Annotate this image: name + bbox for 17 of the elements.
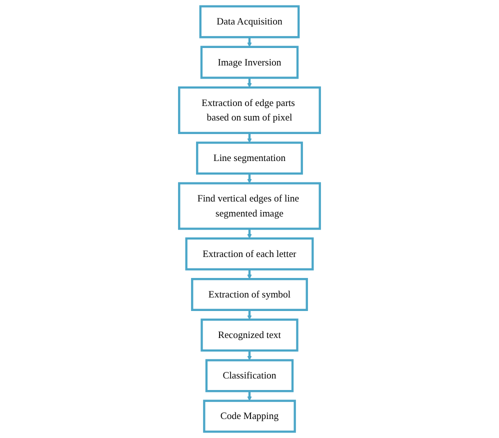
arrow — [247, 173, 252, 184]
node-box — [185, 237, 314, 270]
node-box — [178, 86, 321, 134]
arrow — [247, 310, 252, 320]
node-box — [196, 142, 303, 175]
arrow — [247, 350, 252, 360]
arrow — [247, 269, 252, 280]
node-box — [200, 318, 298, 352]
node-box — [199, 5, 300, 38]
arrow — [247, 132, 252, 143]
arrow — [247, 390, 252, 402]
node-box — [178, 182, 321, 230]
node-box — [203, 400, 296, 433]
node-box — [205, 359, 294, 392]
node-box — [200, 46, 299, 79]
arrow — [247, 36, 252, 48]
node-box — [191, 278, 308, 311]
